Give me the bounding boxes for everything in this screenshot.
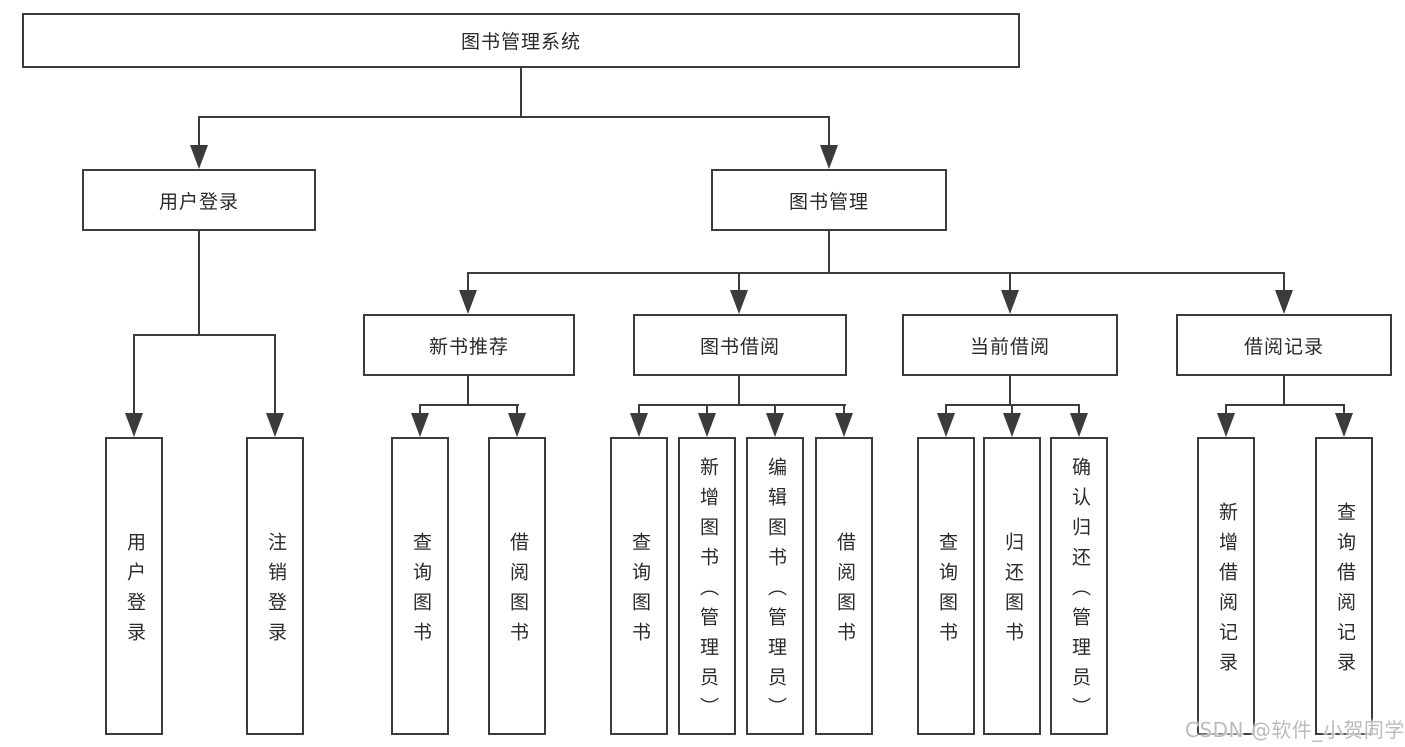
leaf-edit-books-admin-label: 编辑图书（管理员）: [764, 456, 787, 727]
node-book-management-label: 图书管理: [788, 190, 869, 213]
leaf-borrow-books-label: 借阅图书: [833, 531, 856, 652]
leaf-add-books-admin-label: 新增图书（管理员）: [696, 456, 719, 727]
node-root-label: 图书管理系统: [460, 31, 581, 53]
connector-line: [274, 334, 276, 418]
leaf-confirm-return-admin: 确认归还（管理员）: [1050, 437, 1108, 735]
leaf-user-login-label: 用户登录: [123, 531, 146, 652]
leaf-current-query-books-label: 查询图书: [935, 531, 958, 652]
node-borrow-records: 借阅记录: [1176, 314, 1392, 376]
node-book-borrow-label: 图书借阅: [699, 335, 780, 358]
arrowhead-icon: [1003, 413, 1021, 437]
connector-line: [1009, 376, 1011, 406]
arrowhead-icon: [411, 413, 429, 437]
connector-line: [1011, 404, 1013, 418]
connector-line: [1009, 272, 1011, 294]
connector-line: [1283, 376, 1285, 406]
leaf-user-login: 用户登录: [105, 437, 163, 735]
arrowhead-icon: [1001, 290, 1019, 314]
leaf-borrow-query-books-label: 查询图书: [628, 531, 651, 652]
connector-line: [638, 404, 640, 418]
leaf-recommend-borrow-books-label: 借阅图书: [506, 531, 529, 652]
connector-line: [198, 231, 200, 336]
leaf-confirm-return-admin-label: 确认归还（管理员）: [1068, 456, 1091, 727]
node-book-borrow: 图书借阅: [633, 314, 847, 376]
leaf-recommend-borrow-books: 借阅图书: [488, 437, 546, 735]
leaf-borrow-query-books: 查询图书: [610, 437, 668, 735]
arrowhead-icon: [630, 413, 648, 437]
node-new-book-recommend: 新书推荐: [363, 314, 575, 376]
connector-line: [706, 404, 708, 418]
leaf-add-books-admin: 新增图书（管理员）: [678, 437, 736, 735]
leaf-recommend-query-books: 查询图书: [391, 437, 449, 735]
node-user-login-label: 用户登录: [158, 190, 239, 213]
connector-line: [467, 376, 469, 406]
arrowhead-icon: [1070, 413, 1088, 437]
connector-line: [419, 404, 421, 418]
connector-line: [198, 116, 200, 150]
arrowhead-icon: [730, 290, 748, 314]
connector-line: [738, 272, 740, 294]
connector-line: [133, 334, 135, 418]
arrowhead-icon: [459, 290, 477, 314]
arrowhead-icon: [766, 413, 784, 437]
leaf-query-borrow-record-label: 查询借阅记录: [1333, 501, 1356, 682]
leaf-logout: 注销登录: [246, 437, 304, 735]
leaf-add-borrow-record: 新增借阅记录: [1197, 437, 1255, 735]
leaf-return-books: 归还图书: [983, 437, 1041, 735]
arrowhead-icon: [937, 413, 955, 437]
leaf-current-query-books: 查询图书: [917, 437, 975, 735]
connector-line: [774, 404, 776, 418]
connector-line: [828, 116, 830, 150]
connector-line: [1078, 404, 1080, 418]
connector-line: [467, 272, 1285, 274]
arrowhead-icon: [1275, 290, 1293, 314]
node-borrow-records-label: 借阅记录: [1243, 335, 1324, 358]
arrowhead-icon: [125, 413, 143, 437]
arrowhead-icon: [1335, 413, 1353, 437]
arrowhead-icon: [266, 413, 284, 437]
watermark: CSDN @软件_小贺同学: [1185, 718, 1405, 742]
connector-line: [1225, 404, 1345, 406]
leaf-recommend-query-books-label: 查询图书: [409, 531, 432, 652]
connector-line: [133, 334, 276, 336]
connector-line: [828, 231, 830, 274]
node-user-login: 用户登录: [82, 169, 316, 231]
leaf-query-borrow-record: 查询借阅记录: [1315, 437, 1373, 735]
connector-line: [638, 404, 846, 406]
leaf-add-borrow-record-label: 新增借阅记录: [1215, 501, 1238, 682]
arrowhead-icon: [1217, 413, 1235, 437]
connector-line: [467, 272, 469, 294]
connector-line: [1283, 272, 1285, 294]
node-book-management: 图书管理: [711, 169, 947, 231]
arrowhead-icon: [190, 145, 208, 169]
connector-line: [198, 116, 830, 118]
arrowhead-icon: [820, 145, 838, 169]
arrowhead-icon: [698, 413, 716, 437]
connector-line: [738, 376, 740, 406]
connector-line: [945, 404, 947, 418]
connector-line: [520, 68, 522, 118]
node-root: 图书管理系统: [22, 13, 1020, 68]
connector-line: [516, 404, 518, 418]
arrowhead-icon: [835, 413, 853, 437]
connector-line: [419, 404, 519, 406]
node-current-borrow-label: 当前借阅: [969, 335, 1050, 358]
leaf-return-books-label: 归还图书: [1001, 531, 1024, 652]
connector-line: [1225, 404, 1227, 418]
leaf-borrow-books: 借阅图书: [815, 437, 873, 735]
leaf-logout-label: 注销登录: [264, 531, 287, 652]
node-new-book-recommend-label: 新书推荐: [428, 335, 509, 358]
connector-line: [843, 404, 845, 418]
connector-line: [1343, 404, 1345, 418]
leaf-edit-books-admin: 编辑图书（管理员）: [746, 437, 804, 735]
node-current-borrow: 当前借阅: [902, 314, 1118, 376]
arrowhead-icon: [508, 413, 526, 437]
